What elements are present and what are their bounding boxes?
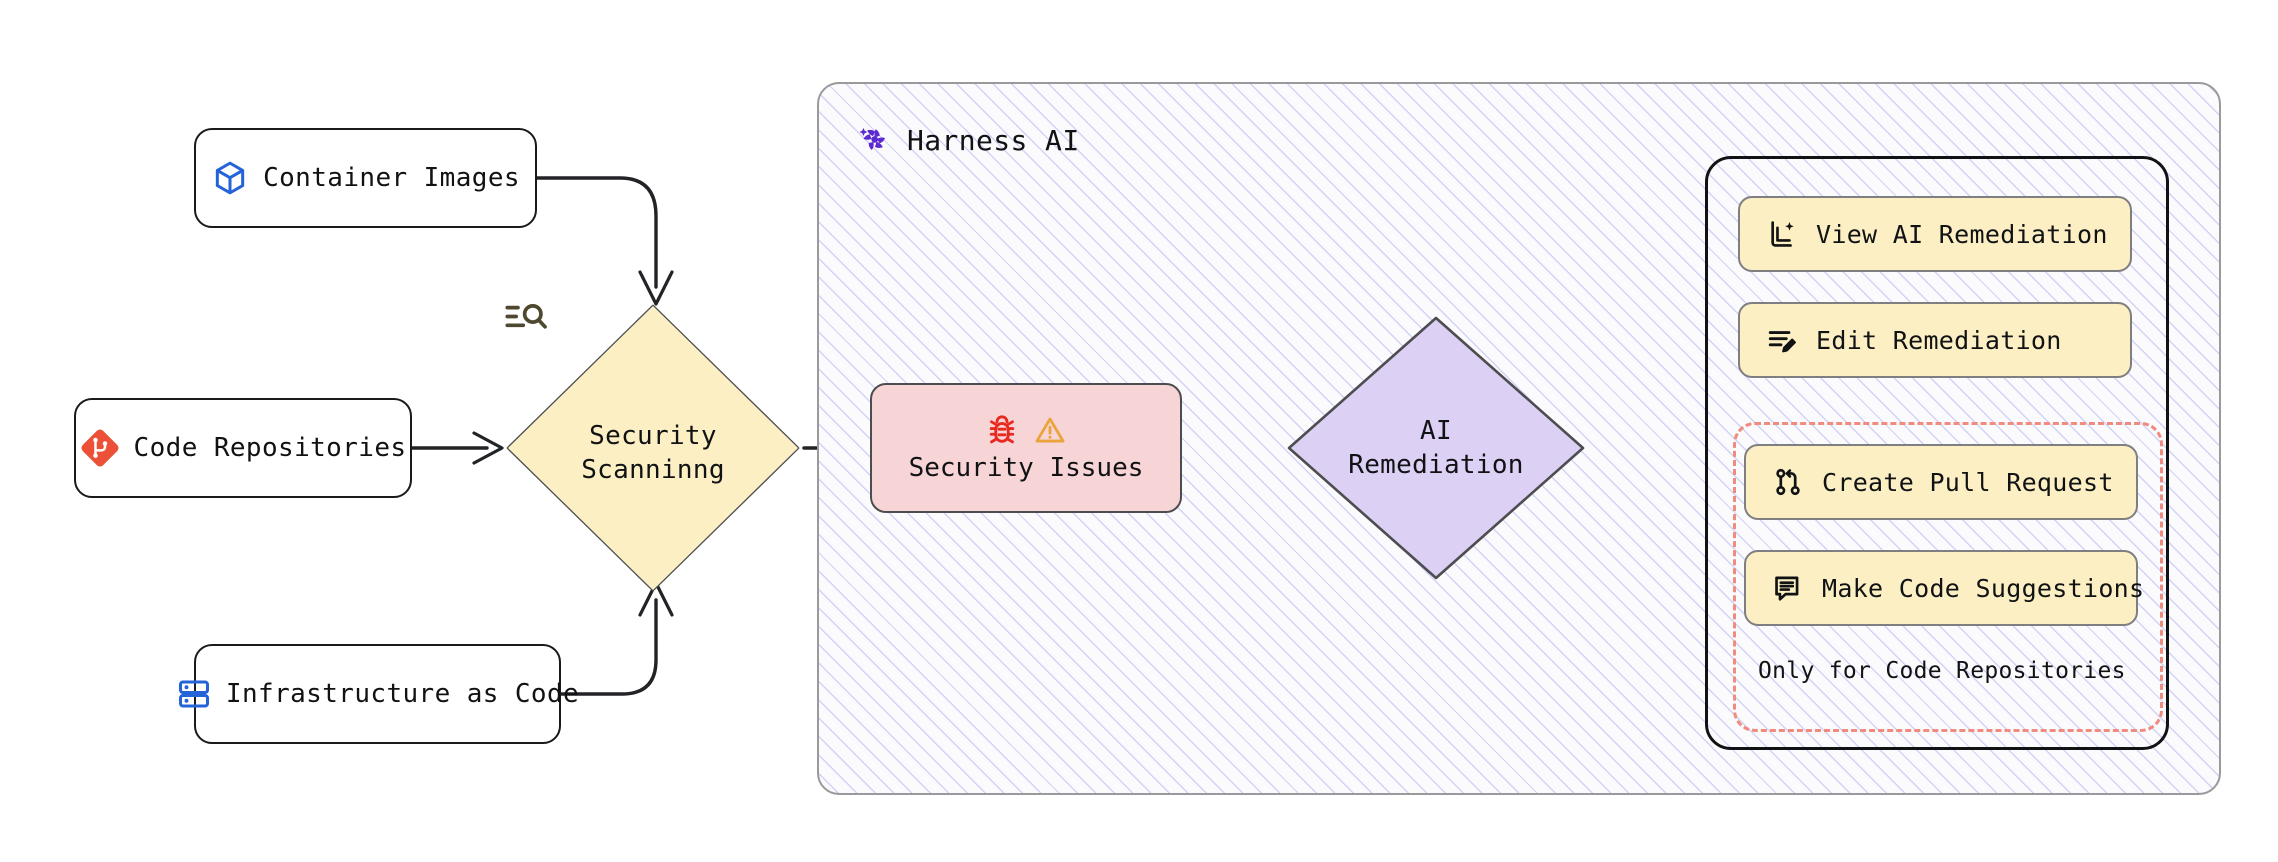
source-label-container-images: Container Images [263, 163, 520, 193]
security-issues-node[interactable]: Security Issues [870, 383, 1182, 513]
server-stack-icon [176, 676, 212, 712]
bug-icon [985, 413, 1019, 447]
source-label-code-repositories: Code Repositories [133, 433, 407, 463]
action-create-pull-request[interactable]: Create Pull Request [1744, 444, 2138, 520]
security-issues-label: Security Issues [908, 453, 1144, 483]
document-sparkle-icon [1766, 218, 1798, 250]
security-scanning-node[interactable]: Security Scanninng [502, 300, 804, 596]
source-node-code-repositories[interactable]: Code Repositories [74, 398, 412, 498]
action-label-edit-remediation: Edit Remediation [1816, 325, 2062, 355]
source-node-infrastructure-as-code[interactable]: Infrastructure as Code [178, 644, 579, 744]
pull-request-icon [1772, 466, 1804, 498]
security-issues-icon-row [985, 413, 1067, 447]
list-pencil-icon [1766, 324, 1798, 356]
action-label-make-code-suggestions: Make Code Suggestions [1822, 573, 2145, 603]
action-make-code-suggestions[interactable]: Make Code Suggestions [1744, 550, 2144, 626]
git-repository-icon [80, 428, 120, 468]
warning-triangle-icon [1033, 413, 1067, 447]
cube-icon [211, 159, 249, 197]
comment-lines-icon [1772, 572, 1804, 604]
source-node-container-images[interactable]: Container Images [194, 128, 537, 228]
action-edit-remediation[interactable]: Edit Remediation [1738, 302, 2132, 378]
code-repositories-only-group [1733, 422, 2163, 732]
source-label-infrastructure-as-code: Infrastructure as Code [225, 679, 580, 709]
edge-container-images-to-scanning [535, 176, 658, 289]
action-view-ai-remediation[interactable]: View AI Remediation [1738, 196, 2132, 272]
action-label-create-pull-request: Create Pull Request [1822, 467, 2114, 497]
arrowhead-code-repositories [472, 431, 504, 465]
actions-outer-container [1705, 156, 2169, 750]
harness-ai-title-text: Harness AI [907, 123, 1080, 157]
ai-remediation-node[interactable]: AI Remediation [1283, 312, 1589, 584]
action-label-view-ai-remediation: View AI Remediation [1816, 219, 2108, 249]
code-repositories-only-note: Only for Code Repositories [1758, 658, 2126, 684]
harness-ai-title: Harness AI [857, 122, 1080, 158]
harness-pinwheel-icon [857, 122, 893, 158]
